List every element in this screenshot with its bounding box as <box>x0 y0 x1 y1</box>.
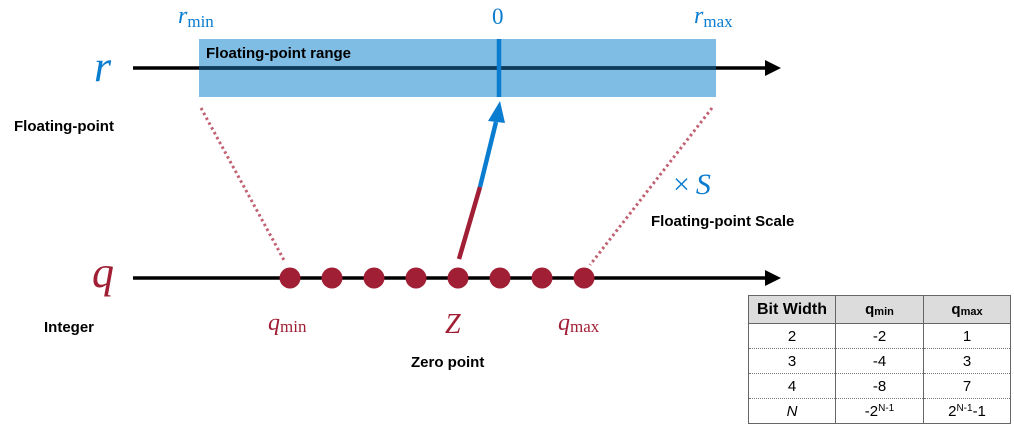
int-axis-arrowhead <box>765 270 781 286</box>
zero-arrowhead <box>488 101 505 123</box>
zero-label: 0 <box>492 4 504 29</box>
integer-points <box>279 267 595 289</box>
cell-bits: 4 <box>748 373 836 399</box>
bit-width-table: Bit Width qmin qmax 2 -2 1 3 -4 3 4 -8 7… <box>748 295 1011 424</box>
rmax-label: rmax <box>694 3 733 31</box>
rmin-label: rmin <box>178 3 214 31</box>
cell-bits: N <box>748 398 836 424</box>
cell-qmin: -4 <box>835 348 924 374</box>
qmin-label: qmin <box>268 310 307 336</box>
cell-qmax: 3 <box>923 348 1011 374</box>
cell-qmax: 7 <box>923 373 1011 399</box>
header-qmin: qmin <box>835 295 924 324</box>
integer-dot <box>405 267 427 289</box>
int-symbol-q: q <box>92 248 114 297</box>
integer-dot <box>489 267 511 289</box>
range-label: Floating-point range <box>206 45 351 62</box>
table-row: 3 -4 3 <box>748 348 1011 374</box>
table-row-general: N -2N-1 2N-1-1 <box>748 398 1011 424</box>
header-qmax: qmax <box>923 295 1011 324</box>
scale-symbol: ×S <box>673 168 711 201</box>
float-axis-arrowhead <box>765 60 781 76</box>
dotted-map-left <box>199 107 287 263</box>
cell-bits: 3 <box>748 348 836 374</box>
table-row: 2 -2 1 <box>748 323 1011 349</box>
header-bit-width: Bit Width <box>748 295 836 324</box>
cell-qmin: -8 <box>835 373 924 399</box>
qmax-label: qmax <box>558 310 600 336</box>
integer-dot <box>363 267 385 289</box>
float-axis-label: Floating-point <box>14 118 114 135</box>
cell-qmax: 1 <box>923 323 1011 349</box>
table-row: 4 -8 7 <box>748 373 1011 399</box>
dotted-map-right <box>588 107 714 266</box>
table-header-row: Bit Width qmin qmax <box>748 295 1011 324</box>
float-symbol-r: r <box>94 42 112 91</box>
cell-qmax: 2N-1-1 <box>923 398 1011 424</box>
zero-arrow-red <box>456 186 483 260</box>
scale-label: Floating-point Scale <box>651 213 794 230</box>
integer-dot <box>279 267 301 289</box>
zero-point-label: Zero point <box>411 354 484 371</box>
integer-dot <box>573 267 595 289</box>
zero-arrow-blue <box>477 121 499 188</box>
zero-point-symbol: Z <box>445 309 461 340</box>
int-axis-label: Integer <box>44 319 94 336</box>
cell-qmin: -2N-1 <box>835 398 924 424</box>
integer-dot <box>531 267 553 289</box>
cell-bits: 2 <box>748 323 836 349</box>
integer-dot <box>321 267 343 289</box>
cell-qmin: -2 <box>835 323 924 349</box>
zero-point-dot <box>447 267 469 289</box>
